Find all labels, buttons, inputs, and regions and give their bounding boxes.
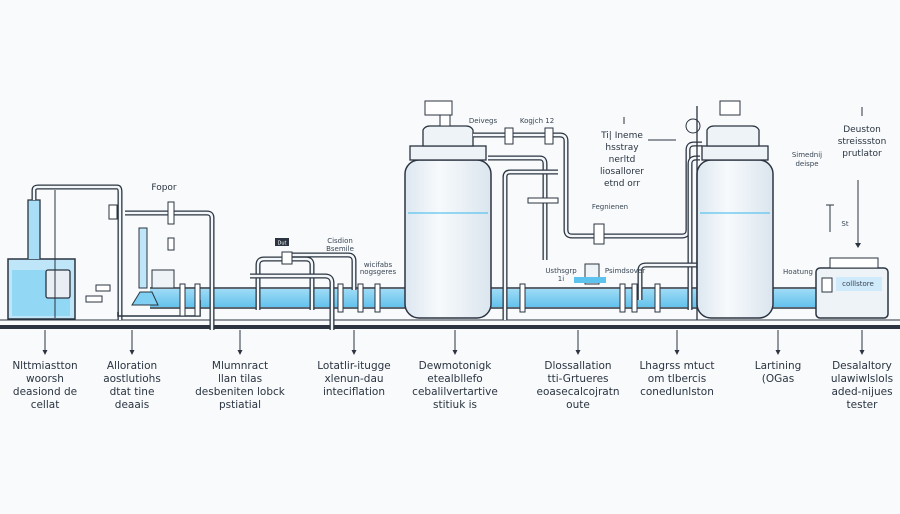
bottom-label-line: (OGas (762, 373, 794, 385)
base-rail (0, 319, 900, 329)
bottom-label-line: dtat tine (110, 386, 155, 398)
label-hoatung: Hoatung (783, 268, 813, 276)
bottom-label-line: oute (566, 399, 590, 411)
pump-section: Dut (250, 238, 381, 330)
label-cisdion: Cisdion (327, 237, 353, 245)
bottom-label-line: aded-nijues (831, 386, 892, 398)
bottom-label-line: deasiond de (13, 386, 77, 398)
interconnect-pipes (473, 127, 702, 320)
bottom-label-line: stitiuk is (433, 399, 477, 411)
bottom-label-line: Mlumnract (212, 360, 268, 372)
bottom-label: Dlossallationtti-Grtuereseoasecalcojratn… (536, 330, 620, 411)
label-deuston: prutlator (842, 149, 882, 159)
label-st: St (841, 220, 848, 228)
arrow-head-icon (674, 350, 680, 355)
bottom-label-line: inteciflation (323, 386, 385, 398)
bottom-label-line: desbeniten lobck (195, 386, 286, 398)
bottom-label: Dewmotonigketealbllefocebalilvertartives… (412, 330, 498, 411)
top-labels: Fopor Deivegs Kogjch 12 Ti| Ineme hsstra… (151, 107, 886, 288)
label-deivegs: Deivegs (469, 117, 498, 125)
label-deuston: Deuston (843, 125, 881, 135)
bottom-label-line: woorsh (26, 373, 64, 385)
bottom-label-line: xlenun-dau (324, 373, 383, 385)
bottom-label-line: etealbllefo (427, 373, 482, 385)
bottom-label-line: Lartining (755, 360, 802, 372)
label-deuston: streissston (838, 137, 887, 147)
label-center-note: Ti| Ineme hsstray nerltd liosallorer etn… (600, 117, 676, 189)
tank-2 (685, 100, 774, 320)
arrow-head-icon (351, 350, 357, 355)
arrow-head-icon (129, 350, 135, 355)
label-simednij: Simednij (792, 151, 822, 159)
bottom-label-line: tester (847, 399, 879, 411)
bottom-label-line: eoasecalcojratn (536, 386, 619, 398)
label-fegnienen: Fegnienen (592, 203, 628, 211)
label-usthsgrp: Usthsgrp (545, 267, 577, 275)
bottom-label-line: llan tilas (218, 373, 262, 385)
bottom-label-line: ulawiwlslols (831, 373, 893, 385)
arrow-head-icon (775, 350, 781, 355)
bottom-label-line: cellat (31, 399, 60, 411)
arrow-head-icon (237, 350, 243, 355)
bottom-label-line: tti-Grtueres (547, 373, 608, 385)
gauge-display (275, 238, 289, 246)
bottom-label-line: Lhagrss mtuct (639, 360, 714, 372)
arrow-head-icon (42, 350, 48, 355)
label-usthsgrp: 1i (558, 275, 564, 283)
bottom-label-line: Dlossallation (544, 360, 611, 372)
label-wicifabs: wicifabs (364, 261, 393, 269)
arrow-head-icon (452, 350, 458, 355)
bottom-label: Lartining(OGas (755, 330, 802, 385)
bottom-label-line: om tlbercis (648, 373, 706, 385)
feed-reservoir (7, 184, 123, 320)
note-line: etnd orr (604, 179, 640, 189)
bottom-label-line: cebalilvertartive (412, 386, 498, 398)
bottom-label-line: pstiatial (219, 399, 261, 411)
bottom-label-line: Alloration (107, 360, 157, 372)
bottom-label-line: Desalaltory (832, 360, 892, 372)
bottom-label-line: aostlutiohs (103, 373, 161, 385)
note-line: nerltd (609, 155, 636, 165)
arrow-head-icon (575, 350, 581, 355)
note-line: hsstray (605, 143, 639, 153)
label-psimdsover: Psimdsover (605, 267, 645, 275)
label-fopor: Fopor (151, 183, 177, 193)
bottom-label-line: deaais (115, 399, 149, 411)
label-simednij: deispe (795, 160, 818, 168)
note-line: Ti| Ineme (600, 131, 643, 141)
label-wicifabs: nogsgeres (360, 268, 397, 276)
filter-assembly (85, 201, 215, 330)
bottom-label-line: Lotatlir-itugge (317, 360, 391, 372)
bottom-label-line: Dewmotonigk (419, 360, 493, 372)
note-line: liosallorer (600, 167, 644, 177)
arrow-head-icon (859, 350, 865, 355)
tank-1 (404, 100, 492, 319)
collector-unit (815, 180, 889, 319)
label-kogjch: Kogjch 12 (520, 117, 554, 125)
bottom-label-line: Nlttmiastton (12, 360, 77, 372)
gauge-label: Dut (278, 241, 287, 247)
bottom-label-line: conedlunlston (640, 386, 714, 398)
label-cisdion: Bsemile (326, 245, 354, 253)
label-collstore: colllstore (842, 280, 874, 288)
